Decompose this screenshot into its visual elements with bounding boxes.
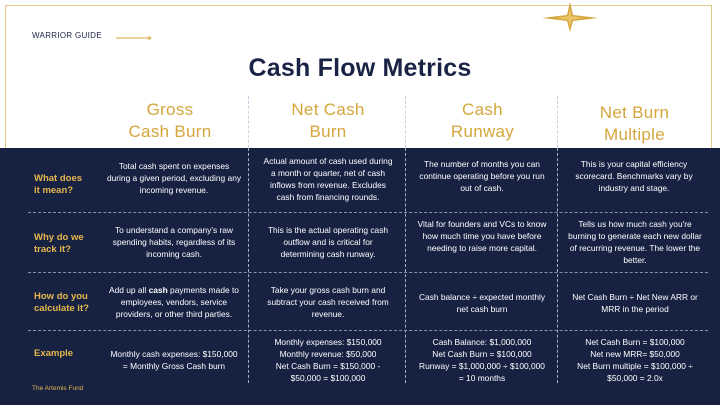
table-cell: Add up all cash payments made to employe… — [109, 285, 239, 319]
table-cell: Monthly cash expenses: $150,000= Monthly… — [110, 349, 238, 371]
arrow-right-icon — [116, 36, 152, 40]
page-title: Cash Flow Metrics — [248, 54, 472, 82]
column-divider — [557, 148, 558, 383]
row-divider — [28, 330, 708, 331]
column-divider — [248, 148, 249, 383]
column-divider — [248, 96, 249, 148]
footer-label: The Artemis Fund — [32, 385, 84, 392]
row-label-example: Example — [34, 348, 74, 359]
column-divider — [405, 96, 406, 148]
star-icon — [542, 2, 598, 32]
row-divider — [28, 272, 708, 273]
row-divider — [28, 212, 708, 213]
brand-label: WARRIOR GUIDE — [32, 31, 102, 40]
table-body — [0, 148, 720, 405]
column-divider — [557, 96, 558, 148]
column-divider — [405, 148, 406, 383]
